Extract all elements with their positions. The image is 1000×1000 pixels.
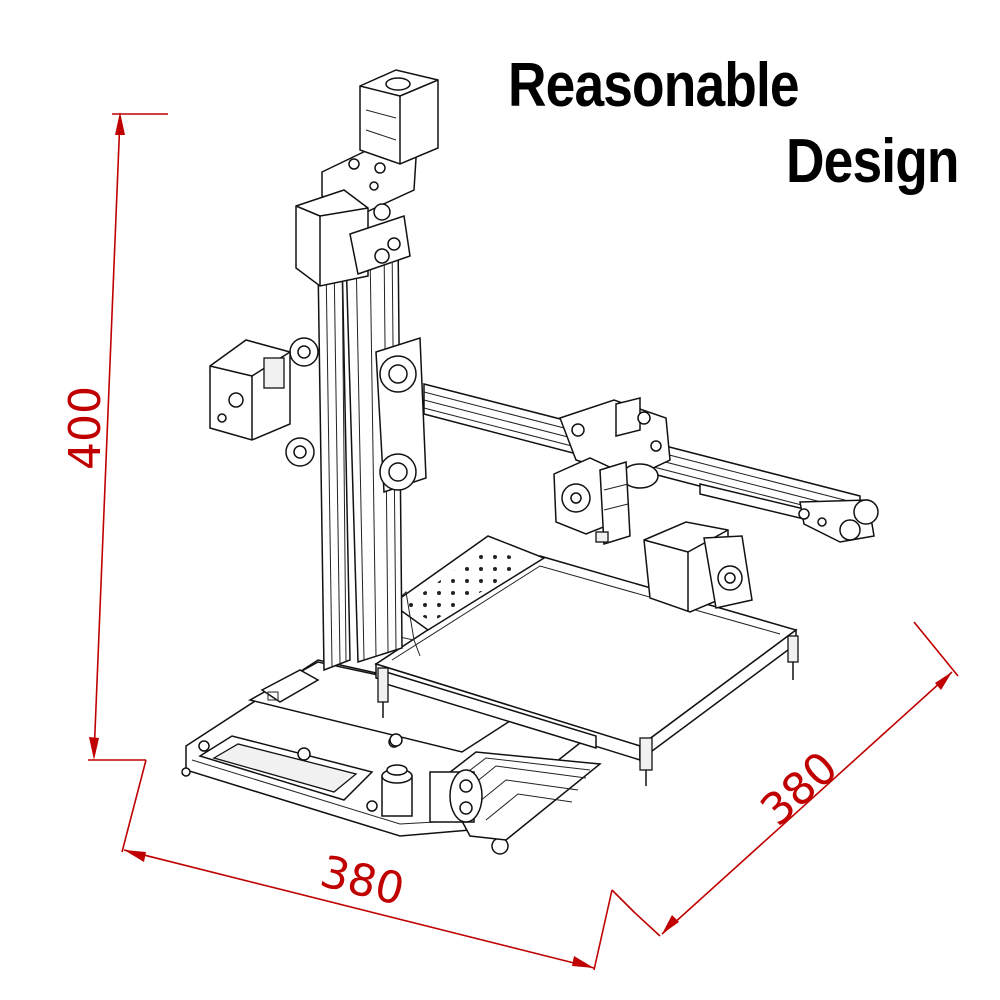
bed-springs — [377, 635, 799, 786]
headline-line-2: Design — [786, 127, 959, 196]
headline-line-1: Reasonable — [508, 51, 800, 120]
y-axis-rail — [439, 751, 602, 841]
depth-label: 380 — [751, 742, 848, 836]
z-motor-carriage — [295, 189, 411, 287]
x-idler — [798, 499, 879, 543]
lcd-screen — [198, 735, 374, 801]
height-label: 400 — [60, 386, 111, 470]
x-motor — [209, 339, 291, 441]
hotend-fan — [553, 457, 631, 545]
control-board — [365, 535, 546, 657]
y-motor — [429, 769, 483, 823]
control-knob — [381, 764, 413, 817]
z-axis-column-left — [317, 250, 351, 672]
width-label: 380 — [315, 846, 409, 916]
height-dimension: 400 — [60, 112, 168, 761]
z-motor-top — [359, 69, 439, 165]
extruder-motor — [643, 521, 753, 613]
x-carriage-plate — [285, 336, 427, 494]
